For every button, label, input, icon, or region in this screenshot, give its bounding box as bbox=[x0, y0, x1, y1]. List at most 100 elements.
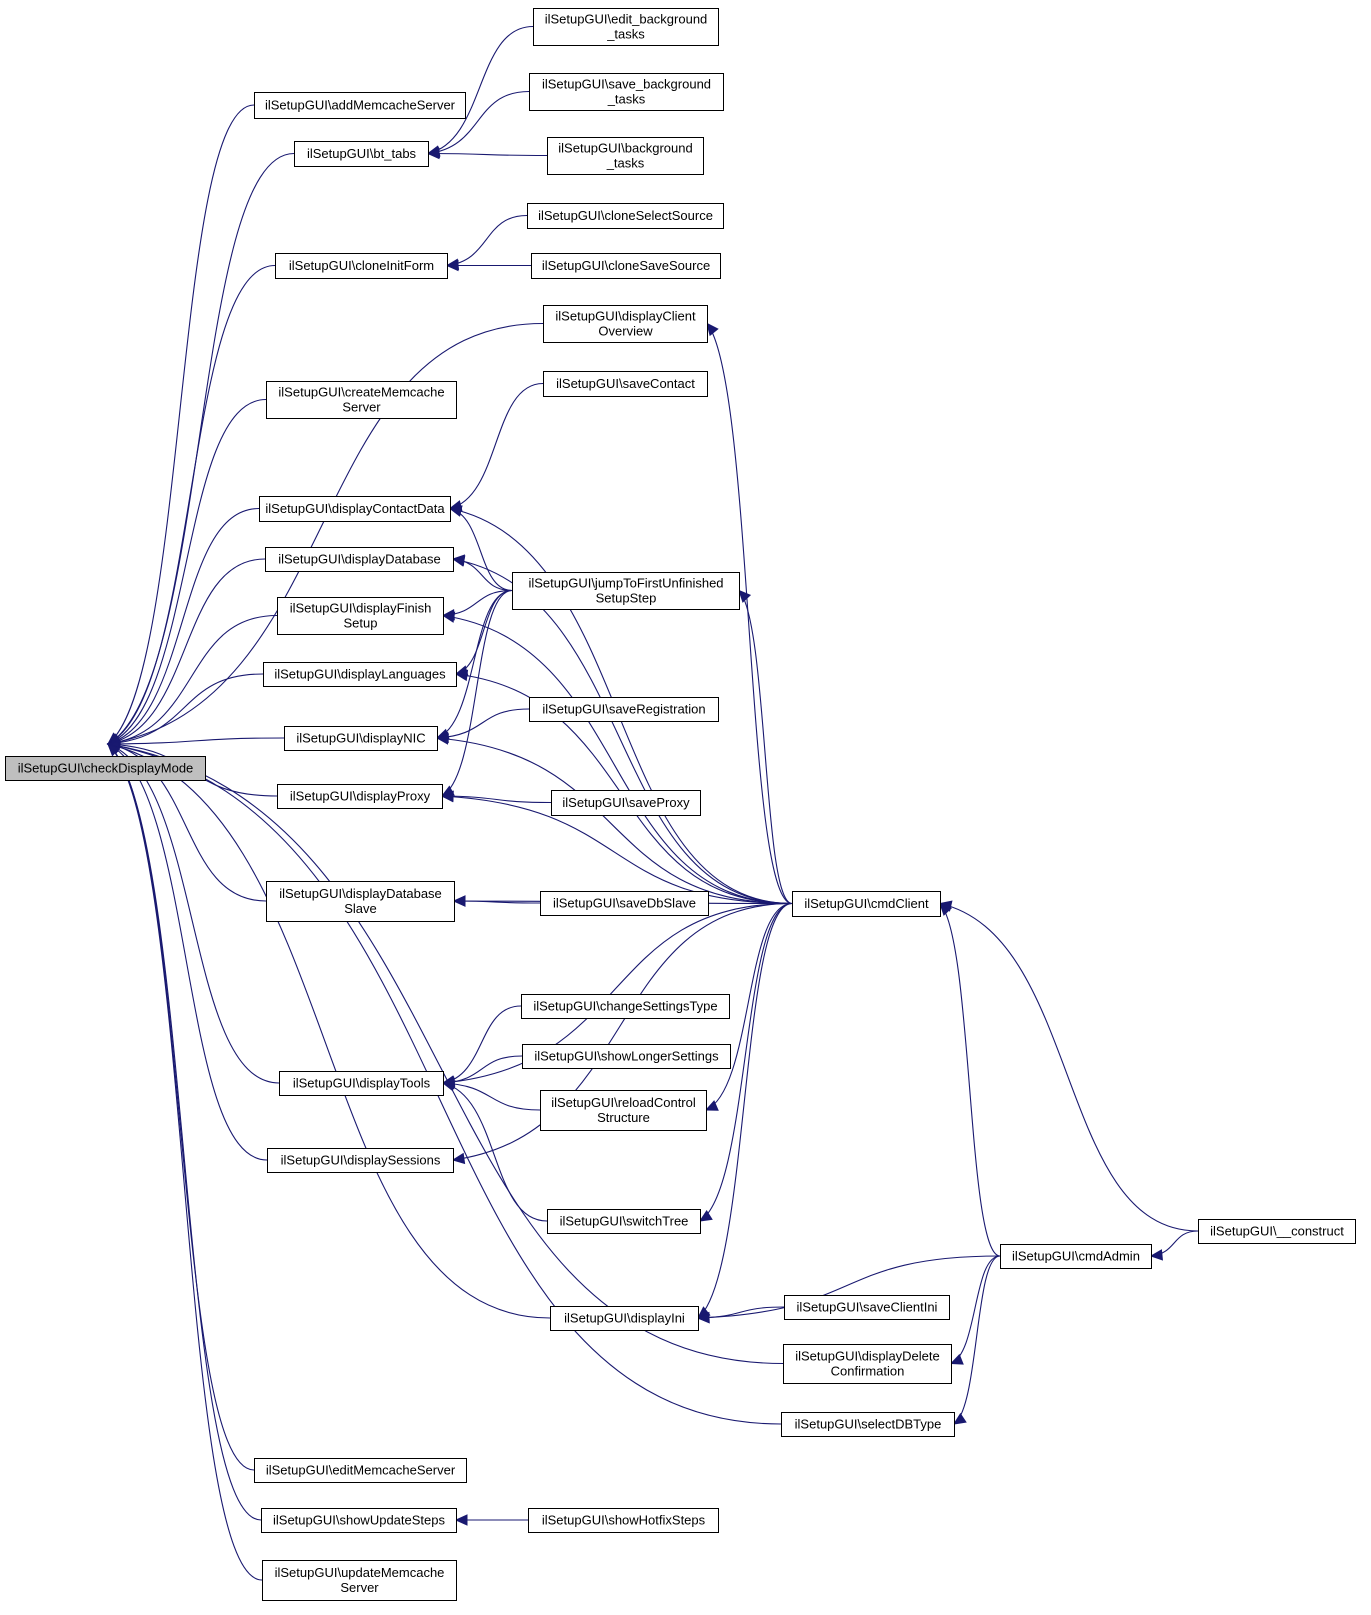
arrowhead-cmdAdmin-to-selectDBType bbox=[952, 1412, 967, 1425]
node-label: Server bbox=[342, 400, 381, 415]
node-displayNIC[interactable]: ilSetupGUI\displayNIC bbox=[284, 726, 438, 751]
node-label: Setup bbox=[344, 616, 378, 631]
edge-changeSettingsType-to-displayTools bbox=[442, 1005, 522, 1084]
node-box-switchTree bbox=[547, 1209, 701, 1234]
node-label: ilSetupGUI\editMemcacheServer bbox=[266, 1463, 456, 1478]
node-label: ilSetupGUI\save_background bbox=[542, 77, 711, 92]
edge-displayLanguages-to-checkDisplayMode bbox=[107, 673, 264, 745]
node-saveContact[interactable]: ilSetupGUI\saveContact bbox=[543, 371, 708, 397]
node-construct[interactable]: ilSetupGUI\__construct bbox=[1198, 1219, 1356, 1244]
node-label: Slave bbox=[344, 901, 377, 916]
node-editMemcacheServer[interactable]: ilSetupGUI\editMemcacheServer bbox=[254, 1458, 467, 1483]
node-box-displayClientOverview bbox=[543, 305, 708, 343]
node-cmdClient[interactable]: ilSetupGUI\cmdClient bbox=[792, 891, 941, 917]
node-displaySessions[interactable]: ilSetupGUI\displaySessions bbox=[267, 1148, 454, 1173]
node-displayDatabase[interactable]: ilSetupGUI\displayDatabase bbox=[265, 547, 454, 572]
arrowhead-jumpToFirstUnfinishedSetupStep-to-displayFinishSetup bbox=[441, 608, 455, 621]
node-displayContactData[interactable]: ilSetupGUI\displayContactData bbox=[259, 496, 451, 522]
node-label: _tasks bbox=[606, 27, 645, 42]
node-box-displayDatabaseSlave bbox=[266, 881, 455, 922]
edge-cmdAdmin-to-cmdClient bbox=[939, 903, 1001, 1257]
node-cloneSelectSource[interactable]: ilSetupGUI\cloneSelectSource bbox=[527, 203, 724, 229]
node-selectDBType[interactable]: ilSetupGUI\selectDBType bbox=[781, 1412, 955, 1437]
node-label: ilSetupGUI\displaySessions bbox=[281, 1153, 441, 1168]
edge-cmdClient-to-displaySessions bbox=[452, 902, 793, 1161]
edge-jumpToFirstUnfinishedSetupStep-to-displayLanguages bbox=[455, 589, 513, 675]
node-box-construct bbox=[1198, 1219, 1356, 1244]
node-label: ilSetupGUI\cloneSaveSource bbox=[542, 258, 710, 273]
node-saveProxy[interactable]: ilSetupGUI\saveProxy bbox=[551, 790, 701, 816]
node-addMemcacheServer[interactable]: ilSetupGUI\addMemcacheServer bbox=[254, 92, 466, 119]
node-label: ilSetupGUI\selectDBType bbox=[795, 1417, 942, 1432]
node-label: ilSetupGUI\saveClientIni bbox=[797, 1300, 938, 1315]
node-label: ilSetupGUI\displayFinish bbox=[290, 601, 432, 616]
edge-createMemcacheServer-to-checkDisplayMode bbox=[107, 398, 267, 745]
node-saveClientIni[interactable]: ilSetupGUI\saveClientIni bbox=[784, 1295, 950, 1320]
node-displayProxy[interactable]: ilSetupGUI\displayProxy bbox=[277, 784, 443, 809]
node-cloneSaveSource[interactable]: ilSetupGUI\cloneSaveSource bbox=[531, 253, 721, 279]
node-checkDisplayMode[interactable]: ilSetupGUI\checkDisplayMode bbox=[5, 756, 206, 781]
node-label: ilSetupGUI\displayDelete bbox=[795, 1349, 940, 1364]
node-label: ilSetupGUI\showHotfixSteps bbox=[542, 1513, 706, 1528]
node-box-cloneSaveSource bbox=[531, 253, 721, 279]
arrowhead-jumpToFirstUnfinishedSetupStep-to-displayDatabase bbox=[451, 554, 466, 566]
node-showHotfixSteps[interactable]: ilSetupGUI\showHotfixSteps bbox=[528, 1508, 719, 1533]
node-label: ilSetupGUI\displayTools bbox=[293, 1076, 431, 1091]
node-label: ilSetupGUI\saveContact bbox=[556, 376, 695, 391]
node-showUpdateSteps[interactable]: ilSetupGUI\showUpdateSteps bbox=[261, 1508, 457, 1533]
edge-displayIni-to-checkDisplayMode bbox=[107, 743, 551, 1319]
node-box-displayFinishSetup bbox=[277, 597, 444, 635]
node-box-createMemcacheServer bbox=[266, 381, 457, 419]
arrowhead-updateMemcacheServer-to-checkDisplayMode bbox=[107, 743, 121, 757]
node-box-jumpToFirstUnfinishedSetupStep bbox=[512, 572, 740, 610]
node-jumpToFirstUnfinishedSetupStep[interactable]: ilSetupGUI\jumpToFirstUnfinishedSetupSte… bbox=[512, 572, 740, 610]
node-box-displayContactData bbox=[259, 496, 451, 522]
node-displayTools[interactable]: ilSetupGUI\displayTools bbox=[279, 1071, 444, 1096]
node-box-cmdAdmin bbox=[1000, 1244, 1152, 1269]
node-label: ilSetupGUI\cloneInitForm bbox=[289, 258, 434, 273]
node-label: ilSetupGUI\reloadControl bbox=[551, 1095, 696, 1110]
edge-cmdClient-to-reloadControlStructure bbox=[705, 902, 793, 1111]
arrowhead-cmdAdmin-to-displayDeleteConfirmation bbox=[949, 1353, 964, 1365]
node-displayLanguages[interactable]: ilSetupGUI\displayLanguages bbox=[263, 662, 457, 687]
node-box-selectDBType bbox=[781, 1412, 955, 1437]
edge-cmdClient-to-displayTools bbox=[442, 902, 793, 1084]
node-background_tasks[interactable]: ilSetupGUI\background_tasks bbox=[547, 137, 704, 175]
node-label: ilSetupGUI\bt_tabs bbox=[307, 146, 417, 161]
edge-cmdAdmin-to-displayIni bbox=[697, 1255, 1001, 1319]
node-label: SetupStep bbox=[596, 591, 657, 606]
node-box-displayIni bbox=[550, 1306, 699, 1331]
node-box-displaySessions bbox=[267, 1148, 454, 1173]
arrowhead-cmdAdmin-to-displayIni bbox=[696, 1311, 710, 1324]
node-label: ilSetupGUI\edit_background bbox=[545, 12, 708, 27]
arrowhead-cmdClient-to-displayTools bbox=[441, 1076, 455, 1088]
edge-cmdClient-to-displayNIC bbox=[436, 737, 793, 905]
node-save_background_tasks[interactable]: ilSetupGUI\save_background_tasks bbox=[529, 73, 724, 111]
node-edit_background_tasks[interactable]: ilSetupGUI\edit_background_tasks bbox=[533, 8, 719, 46]
node-switchTree[interactable]: ilSetupGUI\switchTree bbox=[547, 1209, 701, 1234]
node-box-editMemcacheServer bbox=[254, 1458, 467, 1483]
node-saveDbSlave[interactable]: ilSetupGUI\saveDbSlave bbox=[540, 891, 709, 916]
edge-reloadControlStructure-to-displayTools bbox=[442, 1082, 541, 1111]
node-cmdAdmin[interactable]: ilSetupGUI\cmdAdmin bbox=[1000, 1244, 1152, 1269]
edge-displayNIC-to-checkDisplayMode bbox=[107, 737, 285, 745]
node-changeSettingsType[interactable]: ilSetupGUI\changeSettingsType bbox=[521, 994, 730, 1019]
node-saveRegistration[interactable]: ilSetupGUI\saveRegistration bbox=[529, 697, 719, 722]
node-label: ilSetupGUI\switchTree bbox=[560, 1214, 689, 1229]
node-label: ilSetupGUI\saveProxy bbox=[562, 795, 690, 810]
node-label: ilSetupGUI\jumpToFirstUnfinished bbox=[528, 576, 723, 591]
node-displayIni[interactable]: ilSetupGUI\displayIni bbox=[550, 1306, 699, 1331]
node-bt_tabs[interactable]: ilSetupGUI\bt_tabs bbox=[294, 141, 429, 167]
edge-editMemcacheServer-to-checkDisplayMode bbox=[107, 743, 255, 1471]
node-cloneInitForm[interactable]: ilSetupGUI\cloneInitForm bbox=[275, 253, 448, 279]
node-box-showHotfixSteps bbox=[528, 1508, 719, 1533]
node-showLongerSettings[interactable]: ilSetupGUI\showLongerSettings bbox=[522, 1044, 731, 1069]
